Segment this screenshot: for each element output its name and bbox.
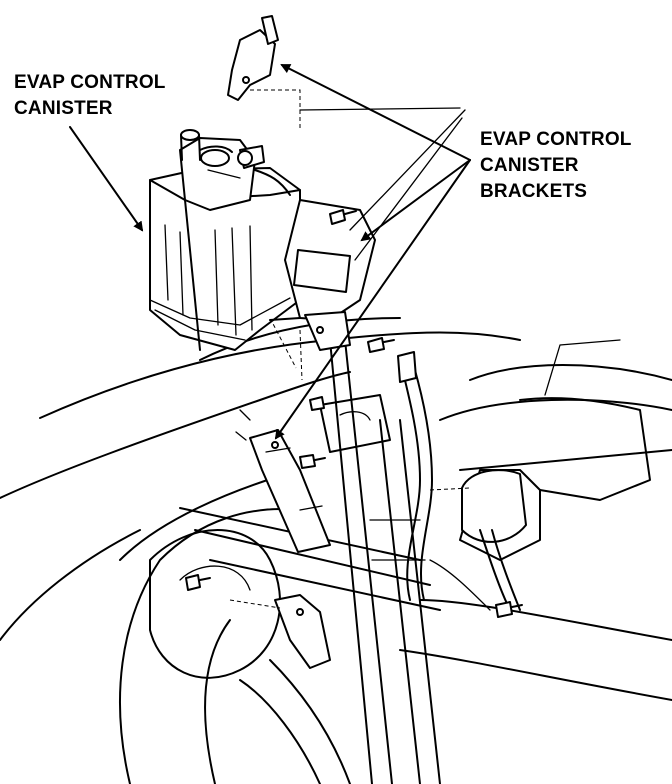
bolt-icon [329,209,357,225]
upper-canister-bracket [227,15,279,101]
bolt-icon [495,601,523,618]
evap-control-canister-brackets-label: EVAP CONTROL CANISTER BRACKETS [480,127,632,205]
canister-label-line-2: CANISTER [14,98,113,119]
purge-valve [179,129,291,211]
brackets-label-line-2: CANISTER [480,155,579,176]
brackets-label-line-1: EVAP CONTROL [480,129,632,150]
engine-components [399,339,672,701]
upper-bracket-leader-arrow [280,64,471,161]
bolt-icon [309,396,325,411]
mounting-bolts [185,209,523,618]
bolt-icon [299,454,326,469]
vehicle-body-outline [0,317,521,641]
canister-mounting-bracket [269,199,376,351]
wheel-well [119,508,351,784]
canister-leader-arrow [69,126,144,232]
alignment-lines [229,89,471,609]
hoses [319,351,521,611]
bolt-icon [185,574,211,591]
lower-mounting-bracket [249,429,331,553]
canister-label-line-1: EVAP CONTROL [14,72,166,93]
frame-rails [179,339,441,784]
frame-bracket [274,594,331,669]
brackets-label-line-3: BRACKETS [480,181,588,202]
bolt-icon [367,337,395,353]
detail-lines [235,107,466,441]
lower-bracket-leader-arrow [274,159,471,440]
evap-control-canister-label: EVAP CONTROL CANISTER [14,70,166,122]
